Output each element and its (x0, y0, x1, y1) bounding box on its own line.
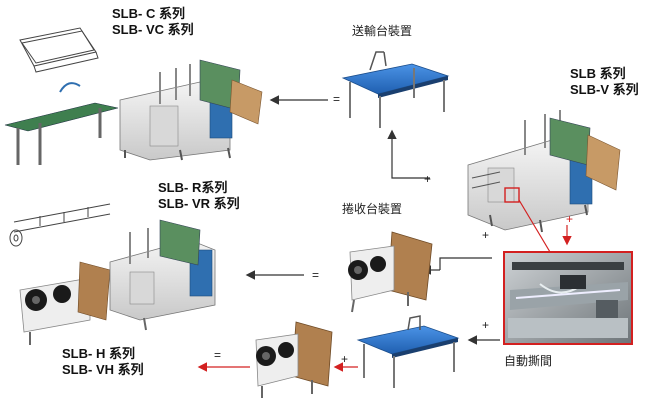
slb-machine (467, 110, 621, 253)
label-auto-tear: 自動撕間 (504, 354, 553, 368)
plus-sign-mid: + (482, 228, 490, 242)
label-slb-v: SLB-V 系列 (570, 82, 639, 97)
film-roll-sketch (9, 203, 111, 247)
plus-sign-top: + (424, 172, 432, 186)
label-slb-vh: SLB- VH 系列 (62, 362, 144, 377)
label-slb-vc: SLB- VC 系列 (112, 22, 194, 37)
plus-sign-low: + (482, 318, 490, 332)
conveyor-unit-bottom (356, 315, 460, 388)
equals-sign-top: = (333, 92, 341, 106)
label-slb-c: SLB- C 系列 (112, 6, 185, 21)
equals-sign-mid: = (312, 268, 320, 282)
slb-r-machine (9, 203, 216, 345)
arrow-to-conveyor (387, 129, 430, 179)
winder-unit-bottom (255, 321, 333, 398)
slb-c-machine (4, 27, 263, 165)
bag-sketch-c (19, 27, 99, 73)
label-conveyor: 送輸台裝置 (352, 24, 413, 38)
conveyor-unit-top (341, 51, 450, 128)
auto-tear-photo (503, 251, 633, 345)
label-slb-vr: SLB- VR 系列 (158, 196, 240, 211)
label-slb: SLB 系列 (570, 66, 626, 81)
label-slb-r: SLB- R系列 (158, 180, 228, 195)
label-winder: 捲收台裝置 (342, 202, 403, 216)
plus-sign-red-right: + (566, 212, 574, 226)
plus-sign-bottom: + (341, 352, 349, 366)
equals-sign-bottom: = (214, 348, 222, 362)
arrow-line-to-winder (439, 257, 492, 270)
winder-unit-mid (348, 231, 433, 313)
label-slb-h: SLB- H 系列 (62, 346, 135, 361)
